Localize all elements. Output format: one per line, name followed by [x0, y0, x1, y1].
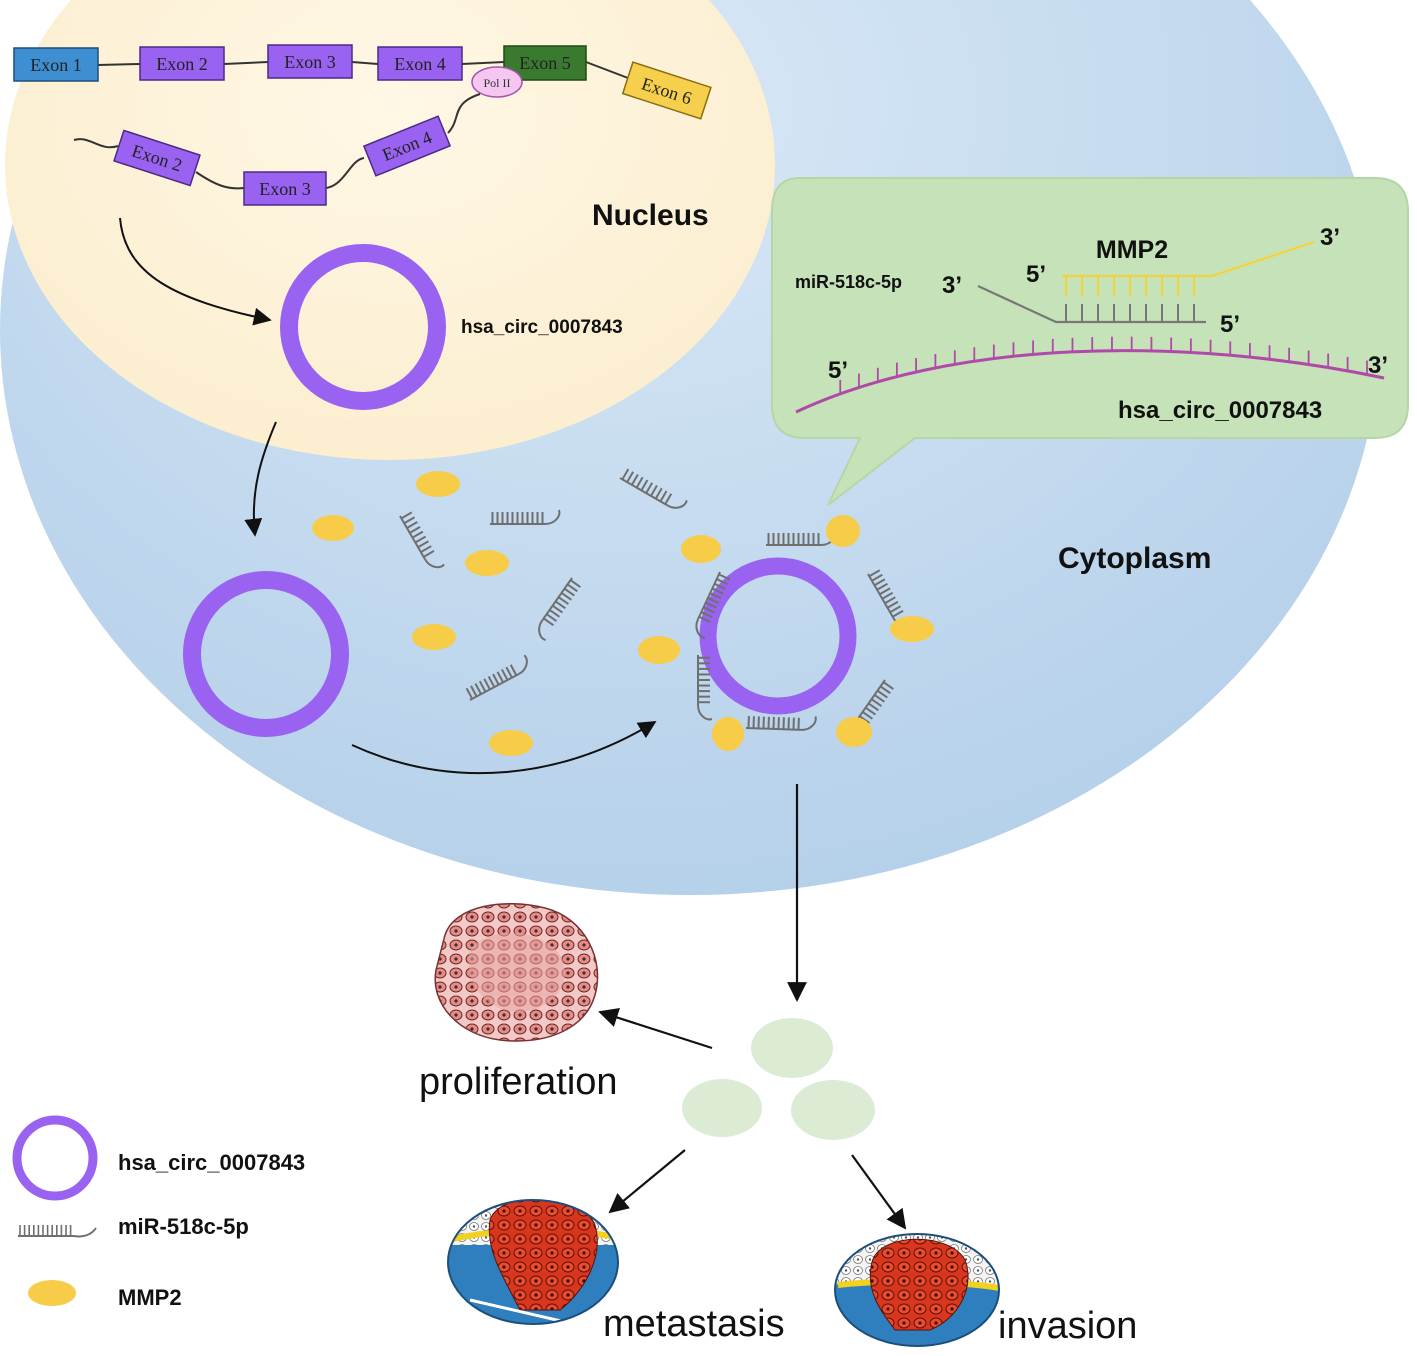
pol-ii-enzyme: Pol II: [471, 66, 523, 98]
cell-cluster: [682, 1018, 875, 1140]
legend-label-mirna: miR-518c-5p: [118, 1214, 249, 1239]
svg-text:Exon 3: Exon 3: [284, 52, 336, 72]
mmp2-oval: [312, 515, 354, 541]
nucleus-label: Nucleus: [592, 199, 709, 232]
mmp2-oval: [681, 535, 721, 563]
legend: hsa_circ_0007843 miR-518c-5p MMP2: [12, 1115, 305, 1310]
circ-three-prime: 3’: [1368, 352, 1388, 379]
exon-2-box: Exon 2: [139, 46, 225, 81]
free-mirnas: [399, 468, 688, 701]
circ-strand: [795, 349, 1385, 414]
mirna-glyph: [465, 654, 528, 701]
mir-base-pairs: [1065, 304, 1195, 322]
circrna-ring-nucleus: [280, 244, 446, 410]
mmp2-three-prime: 3’: [1320, 224, 1340, 251]
mmp2-oval: [412, 624, 456, 650]
svg-text:Exon 4: Exon 4: [394, 54, 446, 74]
metastasis-label: metastasis: [603, 1303, 785, 1345]
invasion-label: invasion: [998, 1305, 1137, 1347]
exon-3-box: Exon 3: [267, 44, 353, 79]
mmp2-base-pairs: [1065, 276, 1195, 296]
mmp2-five-prime: 5’: [1026, 261, 1046, 288]
circrna-ring-bound: [699, 557, 857, 715]
mirna-glyph: [695, 571, 731, 639]
mmp2-title: MMP2: [1096, 236, 1168, 264]
nucleus-region: [5, 0, 775, 460]
metastasis-tumor-image: [447, 1199, 619, 1325]
mmp2-oval: [836, 717, 872, 747]
arrow-to-cytoplasm: [244, 421, 277, 537]
sponge-complex: [638, 515, 934, 751]
circrna-ring-icon: [12, 1115, 98, 1201]
mir-five-prime: 5’: [1220, 311, 1240, 338]
exon-1-box: Exon 1: [13, 47, 99, 82]
mirna-glyph: [619, 468, 688, 509]
mmp2-oval: [465, 550, 509, 576]
arrow-to-metastasis: [608, 1149, 686, 1214]
mir-strand: [977, 285, 1206, 324]
mirna-glyph: [745, 716, 817, 731]
mirna-glyph: [538, 577, 581, 642]
svg-text:Exon 3: Exon 3: [259, 179, 311, 199]
mir-three-prime: 3’: [942, 272, 962, 299]
mir-name-label: miR-518c-5p: [795, 272, 902, 292]
mmp2-oval: [638, 636, 680, 664]
arrow-to-circrna: [119, 217, 272, 326]
arrow-to-sponge: [351, 721, 657, 775]
gene-structure: Exon 1 Exon 2 Exon 3 Exon 4 Exon 5 Exon …: [13, 44, 712, 120]
mmp2-oval-icon: [28, 1280, 76, 1306]
mmp2-oval: [489, 730, 533, 756]
free-mmp2-proteins: [312, 471, 533, 756]
svg-text:Pol II: Pol II: [484, 76, 511, 90]
mmp2-oval: [890, 616, 934, 642]
circ-five-prime: 5’: [828, 357, 848, 384]
cell-oval: [751, 1018, 833, 1078]
legend-label-mmp2: MMP2: [118, 1285, 182, 1310]
arrow-to-proliferation: [598, 1008, 713, 1050]
mmp2-oval: [712, 717, 744, 751]
svg-text:Exon 2: Exon 2: [156, 54, 208, 74]
mirna-glyph: [697, 655, 713, 721]
circ-name-label: hsa_circ_0007843: [1118, 397, 1322, 424]
spliced-transcript: Exon 2 Exon 3 Exon 4: [73, 93, 481, 206]
mirna-glyph: [399, 511, 445, 569]
arrow-to-invasion: [851, 1154, 907, 1230]
mmp2-strand: [1062, 240, 1315, 278]
legend-label-circrna: hsa_circ_0007843: [118, 1150, 305, 1175]
cell-oval: [791, 1080, 875, 1140]
svg-text:Exon 5: Exon 5: [519, 53, 571, 73]
invasion-tumor-image: [834, 1233, 1000, 1347]
proliferation-tumor-image: [434, 903, 599, 1042]
mirna-comb-icon: [18, 1225, 97, 1238]
proliferation-label: proliferation: [419, 1061, 618, 1103]
mmp2-oval: [826, 515, 860, 547]
cell-oval: [682, 1079, 762, 1137]
exon-6-box: Exon 6: [621, 61, 712, 120]
circrna-label-nucleus: hsa_circ_0007843: [461, 317, 623, 338]
svg-text:Exon 1: Exon 1: [30, 55, 82, 75]
exon-4-box: Exon 4: [377, 46, 463, 81]
binding-detail-callout: MMP2 5’ 3’ miR-518c-5p 3’ 5’ 5’ 3’ hsa_c…: [771, 177, 1409, 506]
circ-base-pairs: [839, 336, 1368, 394]
mirna-glyph: [490, 509, 561, 525]
mmp2-oval: [416, 471, 460, 497]
cytoplasm-label: Cytoplasm: [1058, 542, 1211, 575]
circrna-ring-free: [183, 571, 349, 737]
